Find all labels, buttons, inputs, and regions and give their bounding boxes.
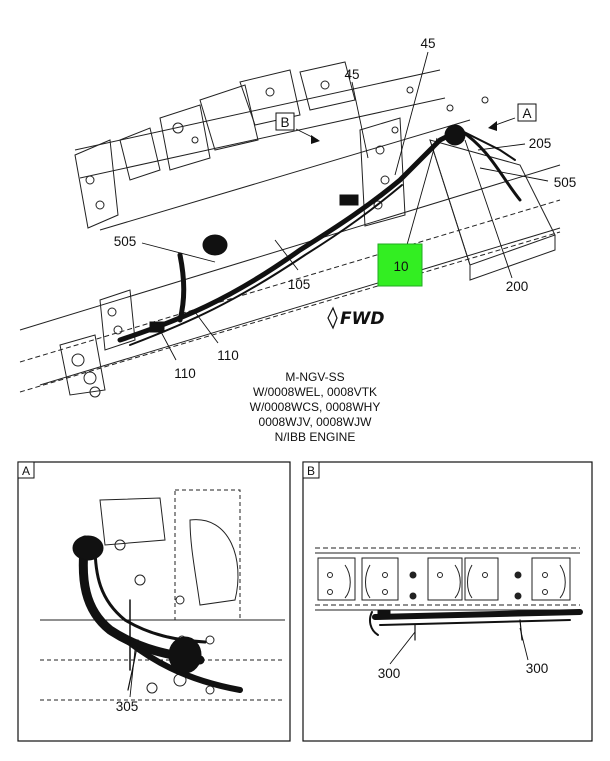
view-ref-b: B (280, 115, 289, 130)
note-line: W/0008WCS, 0008WHY (249, 400, 381, 414)
callout-110-left: 110 (174, 366, 196, 381)
view-ref-b-box (275, 112, 295, 131)
detail-a-illustration (40, 489, 285, 701)
fwd-label: FWD (340, 309, 384, 329)
detail-a-tag-box (17, 461, 35, 479)
note-line: W/0008WEL, 0008VTK (252, 385, 378, 399)
frame-rail-illustration (19, 61, 561, 398)
callout-200: 200 (506, 279, 529, 294)
leader-300-left (389, 631, 416, 665)
callout-505-right: 505 (554, 175, 577, 190)
callout-105: 105 (288, 277, 311, 292)
detail-b-harness (369, 609, 583, 641)
callout-10: 10 (393, 259, 408, 274)
leader-300-right (519, 627, 529, 661)
detail-b-frame (302, 461, 593, 742)
application-notes: M-NGV-SS W/0008WEL, 0008VTK W/0008WCS, 0… (230, 370, 400, 445)
wiring-harness-main (117, 124, 522, 346)
fwd-arrow-icon (327, 306, 338, 330)
view-ref-a: A (522, 106, 531, 121)
view-arrowheads (311, 121, 497, 144)
callout-45-left: 45 (344, 67, 359, 82)
detail-a-tag: A (22, 464, 30, 478)
callout-305: 305 (116, 699, 139, 714)
callout-45-top: 45 (420, 36, 435, 51)
view-ref-a-box (517, 103, 537, 122)
callout-110-right: 110 (217, 348, 239, 363)
note-line: N/IBB ENGINE (274, 430, 356, 444)
note-line: M-NGV-SS (285, 370, 345, 384)
leader-305 (129, 649, 136, 698)
callout-300-left: 300 (378, 666, 401, 681)
callout-10-highlight (377, 243, 423, 287)
callout-300-right: 300 (526, 661, 549, 676)
note-line: 0008WJV, 0008WJW (258, 415, 372, 429)
detail-b-illustration (315, 547, 580, 611)
leader-lines (141, 51, 549, 361)
detail-b-tag: B (307, 464, 315, 478)
detail-a-harness (72, 535, 243, 693)
callout-205: 205 (529, 136, 552, 151)
detail-a-frame (17, 461, 291, 742)
detail-b-tag-box (302, 461, 320, 479)
callout-505-left: 505 (114, 234, 137, 249)
